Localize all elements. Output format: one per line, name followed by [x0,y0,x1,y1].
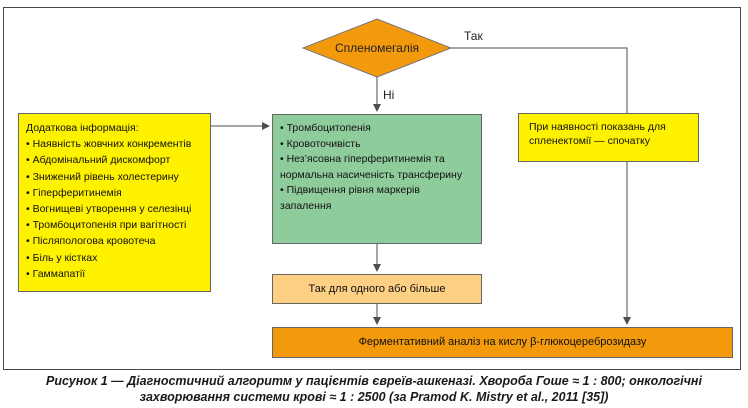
splenectomy-note-box: При наявності показань для спленектомії … [518,113,699,162]
criteria-item: • Підвищення рівня маркерів запалення [280,184,420,212]
edge-label-no: Ні [383,88,395,102]
decision-label: Спленомегалія [334,41,420,55]
info-item: • Біль у кістках [26,251,98,264]
criteria-item: • Кровоточивість [280,137,361,150]
criteria-list: • Тромбоцитопенія • Кровоточивість • Нез… [280,121,474,214]
info-item: • Наявність жовчних конкрементів [26,138,192,151]
edge-label-yes: Так [464,29,483,43]
info-item: • Післяпологова кровотеча [26,235,156,248]
additional-info-box: Додаткова інформація: • Наявність жовчни… [18,113,211,292]
caption-line-1: Рисунок 1 — Діагностичний алгоритм у пац… [46,374,702,388]
info-item: • Абдомінальний дискомфорт [26,154,171,167]
connector-yes [451,47,631,325]
info-title: Додаткова інформація: [26,122,139,134]
caption-line-2: захворювання системи крові ≈ 1 : 2500 (з… [139,390,609,404]
info-item: • Вогнищеві утворення у селезінці [26,203,192,216]
criteria-box: • Тромбоцитопенія • Кровоточивість • Нез… [272,114,482,244]
one-or-more-box: Так для одного або більше [272,274,482,304]
info-item: • Тромбоцитопенія при вагітності [26,219,187,232]
info-list: • Наявність жовчних конкрементів • Абдом… [26,136,203,282]
enzyme-test-box: Ферментативний аналіз на кислу β-глюкоце… [272,327,733,358]
info-item: • Гіперферитинемія [26,186,122,199]
info-item: • Знижений рівень холестерину [26,170,179,183]
criteria-item: • Нез’ясовна гіперферитинемія та нормаль… [280,153,463,181]
criteria-item: • Тромбоцитопенія [280,122,371,134]
figure-caption: Рисунок 1 — Діагностичний алгоритм у пац… [0,373,748,405]
info-item: • Гаммапатії [26,267,86,280]
